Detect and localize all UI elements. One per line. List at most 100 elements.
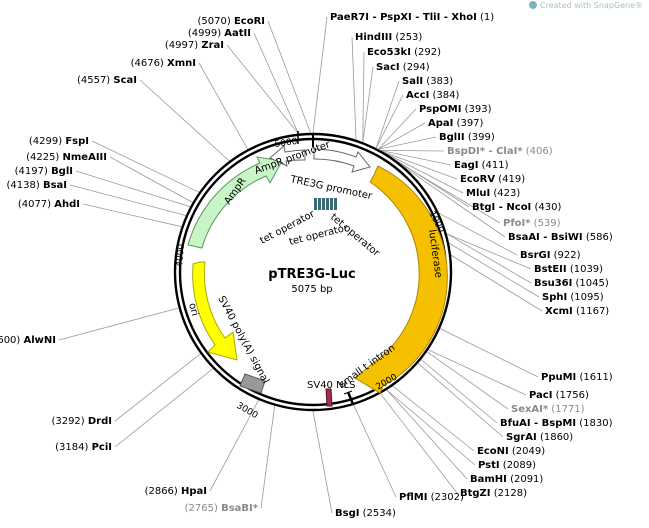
site-label[interactable]: SgrAI (1860) <box>506 432 573 443</box>
site-label[interactable]: XcmI (1167) <box>545 306 609 317</box>
site-label[interactable]: BglII (399) <box>439 132 495 143</box>
site-label[interactable]: (4999) AatII <box>188 28 251 39</box>
site-label[interactable]: (3600) AlwNI <box>0 335 56 346</box>
site-label[interactable]: BfuAI - BspMI (1830) <box>500 418 613 429</box>
tet-op-box[interactable] <box>322 198 325 210</box>
site-label[interactable]: BsrGI (922) <box>520 250 581 261</box>
snapgene-logo-icon <box>529 1 538 9</box>
site-position: (1) <box>477 12 494 23</box>
site-label[interactable]: EagI (411) <box>454 160 509 171</box>
site-label[interactable]: (5070) EcoRI <box>198 16 266 27</box>
site-name: EagI <box>454 160 478 171</box>
site-label[interactable]: PaeR7I - PspXI - TliI - XhoI (1) <box>330 12 494 23</box>
tre3g-promoter-arrow[interactable] <box>313 148 371 173</box>
site-name: AhdI <box>54 199 80 210</box>
site-label[interactable]: Bsu36I (1045) <box>534 278 609 289</box>
site-leader <box>362 51 365 143</box>
site-name: EcoRV <box>460 174 495 185</box>
site-label[interactable]: SphI (1095) <box>542 292 604 303</box>
site-label[interactable]: (4676) XmnI <box>131 58 196 69</box>
site-name: HindIII <box>355 32 392 43</box>
site-label[interactable]: ApaI (397) <box>428 118 484 129</box>
site-name: BsrGI <box>520 250 550 261</box>
site-label[interactable]: BsaAI - BsiWI (586) <box>508 232 613 243</box>
site-label[interactable]: PpuMI (1611) <box>541 372 613 383</box>
site-position: (253) <box>392 32 422 43</box>
site-name: DrdI <box>88 416 112 427</box>
site-label[interactable]: HindIII (253) <box>355 32 422 43</box>
site-label[interactable]: BspDI* - ClaI* (406) <box>447 146 553 157</box>
site-label[interactable]: PspOMI (393) <box>419 104 492 115</box>
site-position: (393) <box>461 104 491 115</box>
tet-op-box[interactable] <box>334 198 337 210</box>
site-label[interactable]: BsgI (2534) <box>335 508 396 519</box>
site-position: (423) <box>490 188 520 199</box>
site-label[interactable]: PstI (2089) <box>478 460 536 471</box>
tick-5000: 5000 <box>274 137 298 150</box>
site-label[interactable]: SalI (383) <box>402 76 453 87</box>
site-label[interactable]: AccI (384) <box>406 90 459 101</box>
site-label[interactable]: (3184) PciI <box>55 442 112 453</box>
ampr-promoter-arrow[interactable] <box>269 145 306 167</box>
site-leader <box>438 212 518 256</box>
site-leader <box>312 16 328 134</box>
site-label[interactable]: PfoI* (539) <box>503 218 561 229</box>
tet-op-box[interactable] <box>314 198 317 210</box>
site-label[interactable]: PacI (1756) <box>529 390 589 401</box>
tet-op-box[interactable] <box>318 198 321 210</box>
site-label[interactable]: (4557) ScaI <box>77 75 137 86</box>
site-name: FspI <box>65 136 89 147</box>
site-name: PpuMI <box>541 372 576 383</box>
small-t-intron-mark[interactable] <box>343 390 358 407</box>
site-name: ApaI <box>428 118 453 129</box>
site-label[interactable]: (3292) DrdI <box>51 416 112 427</box>
site-label[interactable]: (2765) BsaBI* <box>185 503 259 514</box>
site-label[interactable]: (4299) FspI <box>29 136 89 147</box>
site-name: PacI <box>529 390 552 401</box>
site-leader <box>82 203 182 228</box>
site-label[interactable]: BamHI (2091) <box>470 474 543 485</box>
site-name: XmnI <box>167 58 196 69</box>
site-label[interactable]: SacI (294) <box>376 62 430 73</box>
site-label[interactable]: PflMI (2302) <box>399 492 464 503</box>
site-name: SgrAI <box>506 432 537 443</box>
site-label[interactable]: (2866) HpaI <box>145 486 207 497</box>
sv40-nls-box[interactable] <box>325 388 333 407</box>
site-name: BtgZI <box>460 488 491 499</box>
site-name: BsaI <box>43 180 67 191</box>
site-label[interactable]: (4225) NmeAIII <box>26 152 107 163</box>
site-name: SphI <box>542 292 567 303</box>
site-leader <box>75 170 191 208</box>
site-label[interactable]: EcoNI (2049) <box>477 446 545 457</box>
site-label[interactable]: BstEII (1039) <box>534 264 603 275</box>
site-position: (3184) <box>55 442 91 453</box>
site-label[interactable]: (4138) BsaI <box>7 180 67 191</box>
site-label[interactable]: MluI (423) <box>466 188 520 199</box>
site-name: EcoRI <box>234 16 265 27</box>
tet-op-box[interactable] <box>326 198 329 210</box>
site-name: BsgI <box>335 508 359 519</box>
site-label[interactable]: BtgI - NcoI (430) <box>472 202 561 213</box>
site-position: (411) <box>478 160 508 171</box>
sv40-polya-box[interactable] <box>239 373 266 394</box>
luciferase-arrow[interactable] <box>354 165 448 394</box>
site-position: (397) <box>453 118 483 129</box>
site-label[interactable]: SexAI* (1771) <box>511 404 585 415</box>
site-position: (4197) <box>15 166 51 177</box>
site-position: (4299) <box>29 136 65 147</box>
site-label[interactable]: EcoRV (419) <box>460 174 525 185</box>
site-label[interactable]: BtgZI (2128) <box>460 488 527 499</box>
site-label[interactable]: (4077) AhdI <box>18 199 80 210</box>
site-position: (1045) <box>572 278 609 289</box>
site-label[interactable]: Eco53kI (292) <box>367 47 441 58</box>
site-name: PfoI* <box>503 218 531 229</box>
site-leader <box>362 66 374 143</box>
site-label[interactable]: (4197) BglI <box>15 166 73 177</box>
site-position: (4557) <box>77 75 113 86</box>
site-position: (1860) <box>537 432 574 443</box>
site-leader <box>446 233 532 284</box>
site-label[interactable]: (4997) ZraI <box>165 40 224 51</box>
site-leader <box>375 80 400 149</box>
ori-arrow[interactable] <box>192 261 238 361</box>
tet-op-box[interactable] <box>330 198 333 210</box>
